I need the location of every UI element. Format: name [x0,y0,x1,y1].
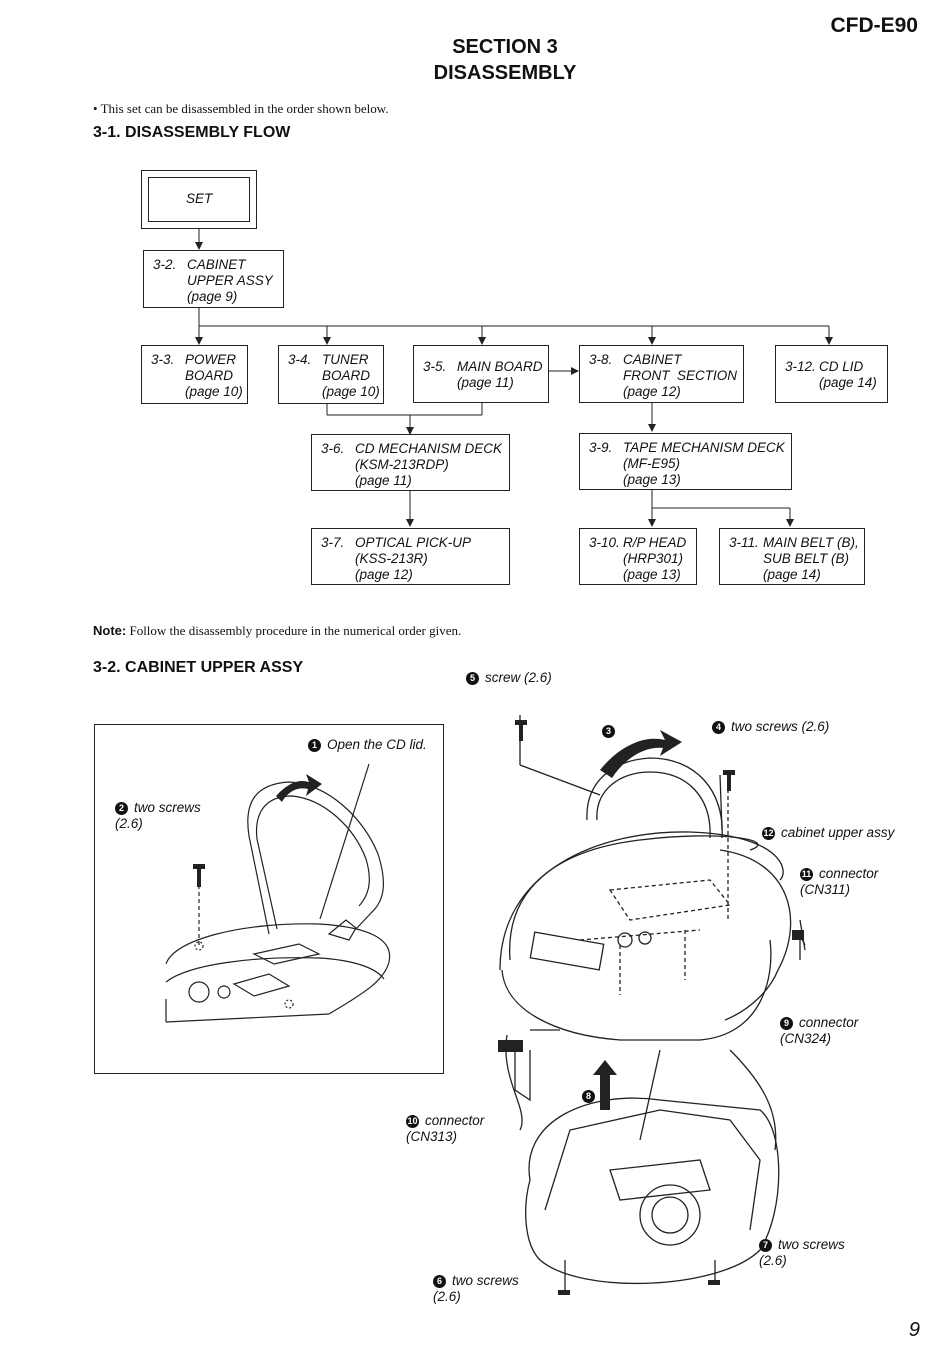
flow-box-label: OPTICAL PICK-UP (KSS-213R) (page 12) [355,535,472,582]
flow-box-number: 3-3. [151,352,175,367]
model-number: CFD-E90 [830,14,918,37]
flow-box-main-board: 3-5. MAIN BOARD (page 11) [413,345,549,403]
callout-badge: 1 [308,739,321,752]
callout-8: 8 [582,1088,601,1104]
flow-box-label: CD MECHANISM DECK (KSM-213RDP) (page 11) [355,441,503,488]
callout-badge: 2 [115,802,128,815]
flow-box-rp-head: 3-10. R/P HEAD (HRP301) (page 13) [579,528,697,585]
flow-box-main-belt: 3-11. MAIN BELT (B), SUB BELT (B) (page … [719,528,865,585]
flow-box-label: R/P HEAD (HRP301) (page 13) [623,535,687,582]
callout-badge: 6 [433,1275,446,1288]
note-text: Follow the disassembly procedure in the … [126,623,462,638]
callout-4: 4 two screws (2.6) [712,719,829,735]
callout-text: two screws (2.6) [731,719,830,734]
assembly-heading: 3-2. CABINET UPPER ASSY [93,659,304,676]
callout-text: Open the CD lid. [327,737,427,752]
intro-text: • This set can be disassembled in the or… [93,101,389,116]
flow-box-label: TAPE MECHANISM DECK (MF-E95) (page 13) [623,440,785,487]
flow-box-number: 3-9. [589,440,613,455]
flow-box-set: SET [141,170,257,229]
callout-badge: 7 [759,1239,772,1252]
flow-box-number: 3-4. [288,352,312,367]
flow-box-number: 3-6. [321,441,345,456]
callout-5: 5 screw (2.6) [466,670,552,686]
flow-box-number: 3-7. [321,535,345,550]
callout-text: two screws (2.6) [115,800,201,831]
callout-text: two screws (2.6) [433,1273,519,1304]
callout-12: 12 cabinet upper assy [762,825,894,841]
page-number: 9 [908,1319,920,1341]
callout-badge: 4 [712,721,725,734]
flow-box-number: 3-12. [785,359,816,374]
inset-cd-lid-drawing [94,724,444,1074]
flow-box-tuner-board: 3-4. TUNER BOARD (page 10) [278,345,384,404]
flow-connectors [195,229,833,527]
callout-text: two screws (2.6) [759,1237,845,1268]
section-number: SECTION 3 [452,36,558,58]
flow-box-label: CABINET FRONT SECTION (page 12) [623,352,737,399]
callout-3: 3 [602,723,621,739]
callout-badge: 5 [466,672,479,685]
callout-badge: 8 [582,1090,595,1103]
flow-box-label: CD LID (page 14) [819,359,877,390]
flow-box-label: MAIN BOARD (page 11) [457,359,543,390]
callout-text: cabinet upper assy [781,825,895,840]
callout-badge: 3 [602,725,615,738]
section-title: DISASSEMBLY [433,62,577,84]
flow-box-number: 3-5. [423,359,447,374]
flow-box-cd-mechanism-deck: 3-6. CD MECHANISM DECK (KSM-213RDP) (pag… [311,434,510,491]
flow-box-label: POWER BOARD (page 10) [185,352,243,399]
callout-badge: 10 [406,1115,419,1128]
callout-badge: 12 [762,827,775,840]
flow-box-optical-pick-up: 3-7. OPTICAL PICK-UP (KSS-213R) (page 12… [311,528,510,585]
note: Note: Follow the disassembly procedure i… [93,623,461,639]
flow-box-number: 3-11. [729,535,759,550]
callout-text: connector (CN311) [800,866,879,897]
flow-box-number: 3-2. [153,257,177,272]
flow-box-cd-lid: 3-12. CD LID (page 14) [775,345,888,403]
note-label: Note: [93,623,127,638]
flow-box-cabinet-upper-assy: 3-2. CABINET UPPER ASSY (page 9) [143,250,284,308]
flow-heading: 3-1. DISASSEMBLY FLOW [93,124,291,141]
flow-box-label: MAIN BELT (B), SUB BELT (B) (page 14) [763,535,859,582]
flow-box-cabinet-front-section: 3-8. CABINET FRONT SECTION (page 12) [579,345,744,403]
callout-text: connector (CN324) [780,1015,859,1046]
callout-1: 1 Open the CD lid. [308,737,427,753]
flow-box-number: 3-10. [589,535,620,550]
flow-box-power-board: 3-3. POWER BOARD (page 10) [141,345,248,404]
flow-box-tape-mechanism-deck: 3-9. TAPE MECHANISM DECK (MF-E95) (page … [579,433,792,490]
callout-text: screw (2.6) [485,670,552,685]
flow-box-number: 3-8. [589,352,613,367]
callout-text: connector (CN313) [406,1113,485,1144]
cabinet-upper-assy-exploded-drawing [498,715,806,1295]
flow-box-label: CABINET UPPER ASSY (page 9) [187,257,273,304]
callout-badge: 11 [800,868,813,881]
flow-box-set-label: SET [186,191,213,206]
callout-badge: 9 [780,1017,793,1030]
flow-box-label: TUNER BOARD (page 10) [322,352,380,399]
